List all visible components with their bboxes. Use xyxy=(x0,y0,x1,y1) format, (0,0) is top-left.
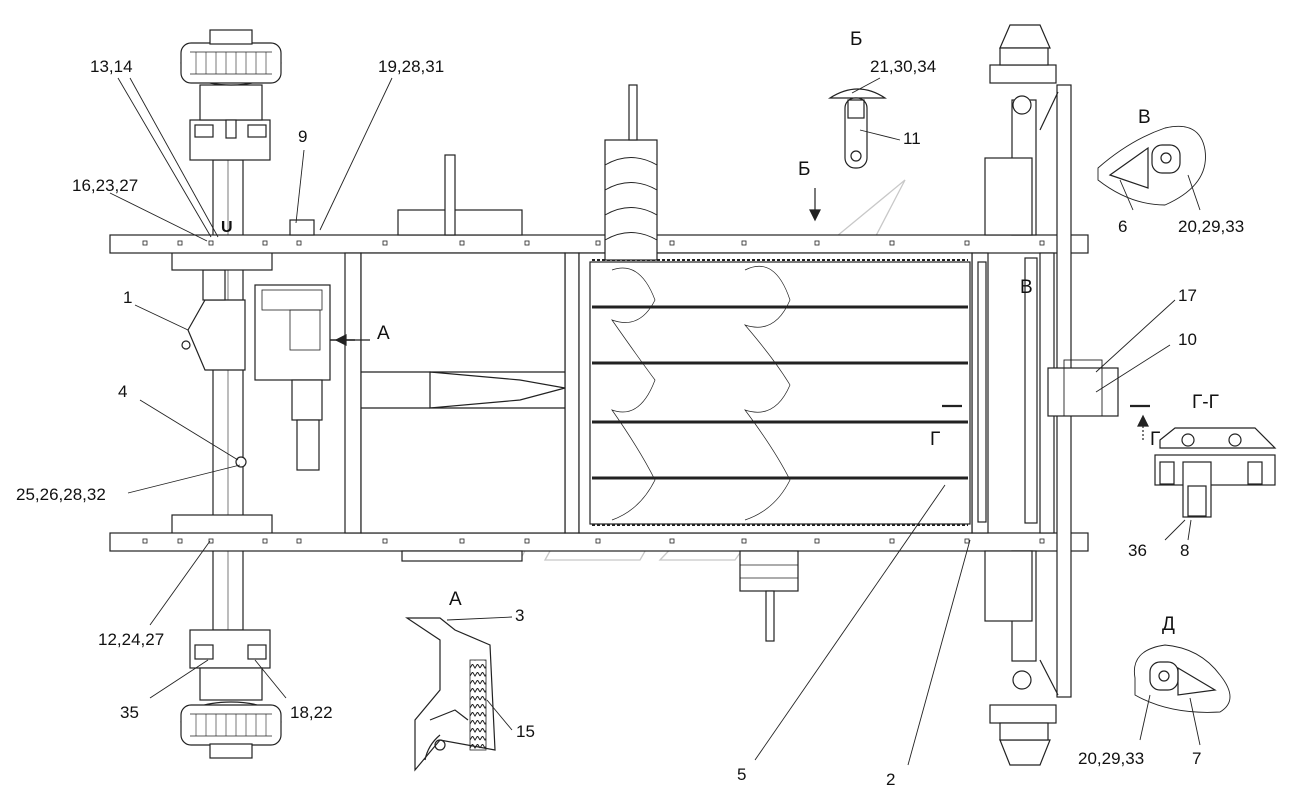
callout-5: 5 xyxy=(737,765,747,784)
callout-11: 11 xyxy=(903,129,921,148)
callout-17: 17 xyxy=(1178,286,1197,305)
callout-21-30-34: 21,30,34 xyxy=(870,57,937,76)
left-axle xyxy=(171,29,282,759)
view-markers xyxy=(334,188,1150,440)
callout-9: 9 xyxy=(298,127,308,146)
callout-36: 36 xyxy=(1128,541,1147,560)
section-g-right-mark: Г xyxy=(1150,429,1161,450)
detail-a xyxy=(405,617,496,772)
view-b-arrow-label: Б xyxy=(798,159,811,180)
callout-25-26-28-32: 25,26,28,32 xyxy=(16,485,106,504)
engine-unit xyxy=(254,284,355,471)
frame xyxy=(109,154,1089,562)
view-b-title: Б xyxy=(850,29,863,50)
hopper-body xyxy=(360,84,1038,642)
leader-lines xyxy=(109,77,1201,766)
callout-1: 1 xyxy=(123,288,133,307)
callout-7: 7 xyxy=(1192,749,1202,768)
callout-20-29-33-top: 20,29,33 xyxy=(1178,217,1245,236)
callout-16-23-27: 16,23,27 xyxy=(72,176,139,195)
view-v-arrow-label: В xyxy=(1020,277,1033,298)
callout-20-29-33-bot: 20,29,33 xyxy=(1078,749,1145,768)
view-a-title: А xyxy=(449,589,462,610)
callout-3: 3 xyxy=(515,606,525,625)
detail-b xyxy=(827,88,887,169)
callout-u: U xyxy=(221,219,233,236)
section-g-g xyxy=(1154,427,1277,518)
callout-10: 10 xyxy=(1178,330,1197,349)
right-axle xyxy=(984,24,1119,766)
detail-d xyxy=(1133,644,1231,713)
section-g-left-mark: Г xyxy=(930,429,941,450)
callout-13-14: 13,14 xyxy=(90,57,133,76)
callout-18-22: 18,22 xyxy=(290,703,333,722)
view-a-arrow-label: А xyxy=(377,323,390,344)
callout-6: 6 xyxy=(1118,217,1128,236)
callout-12-24-27: 12,24,27 xyxy=(98,630,165,649)
callout-15: 15 xyxy=(516,722,535,741)
section-g-g-title: Г-Г xyxy=(1192,392,1219,413)
view-d-title: Д xyxy=(1162,614,1175,635)
callout-19-28-31: 19,28,31 xyxy=(378,57,445,76)
detail-v xyxy=(1097,125,1206,206)
callout-4: 4 xyxy=(118,382,128,401)
callout-2: 2 xyxy=(886,770,896,789)
callout-35: 35 xyxy=(120,703,139,722)
callout-8: 8 xyxy=(1180,541,1190,560)
view-v-title: В xyxy=(1138,107,1151,128)
